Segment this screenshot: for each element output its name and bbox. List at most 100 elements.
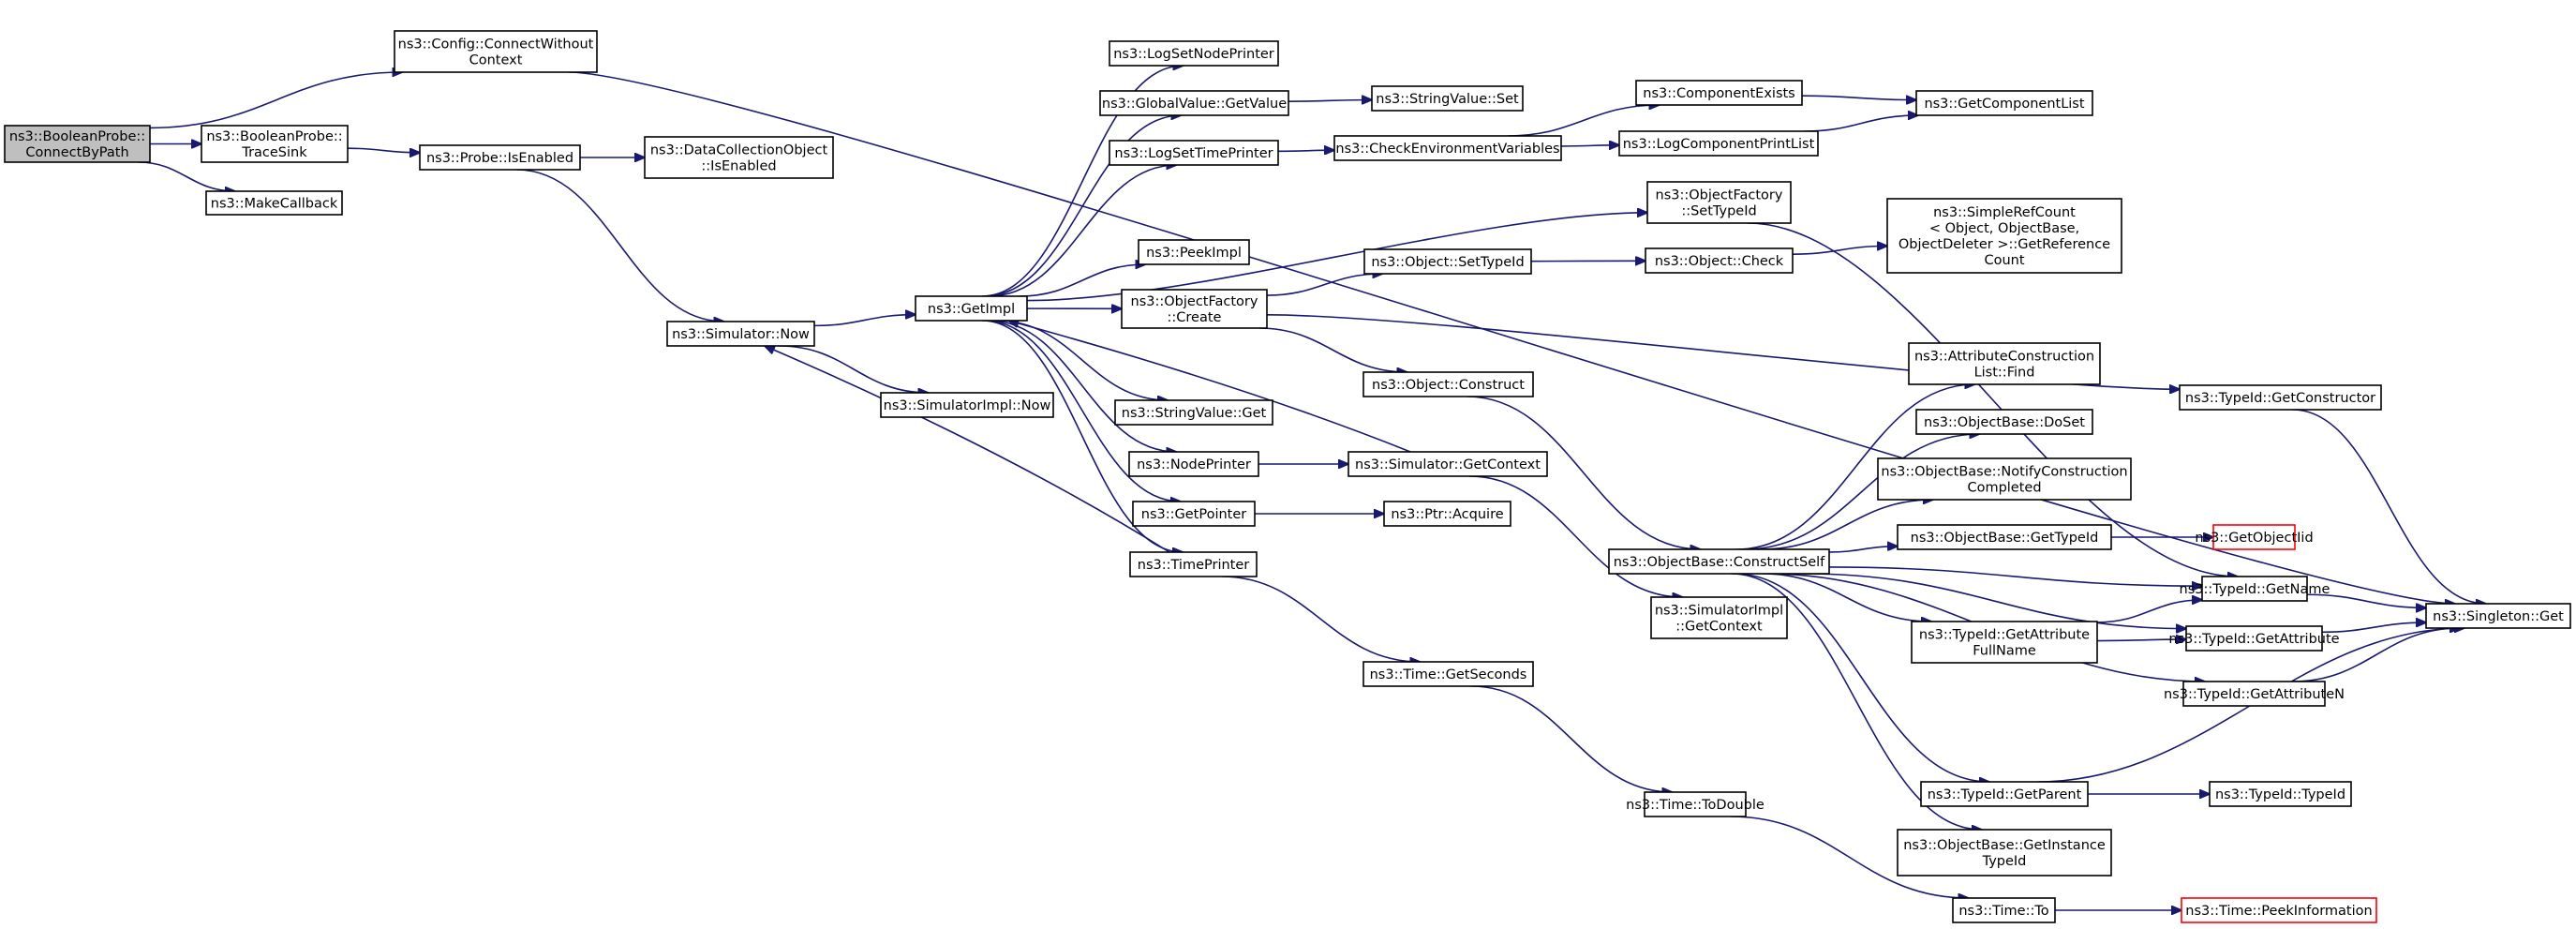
graph-node-n2[interactable]: ns3::BooleanProbe::TraceSink: [201, 125, 349, 163]
graph-node-n32[interactable]: ns3::Time::To: [1952, 897, 2056, 923]
node-label: Context: [469, 53, 523, 68]
graph-node-n45[interactable]: ns3::TypeId::GetAttribute: [2168, 625, 2340, 652]
graph-node-n14[interactable]: ns3::StringValue::Get: [1114, 399, 1273, 426]
graph-node-n47[interactable]: ns3::TypeId::TypeId: [2209, 781, 2352, 807]
node-label: ns3::ObjectFactory: [1131, 294, 1258, 309]
graph-node-n7[interactable]: ns3::SimulatorImpl::Now: [880, 392, 1054, 418]
node-box: [1128, 451, 1259, 477]
graph-node-n46[interactable]: ns3::TypeId::GetAttributeN: [2164, 681, 2345, 707]
node-label: ns3::Simulator::GetContext: [1355, 457, 1541, 472]
node-box: [1138, 239, 1250, 265]
graph-node-n8[interactable]: ns3::GetImpl: [915, 295, 1028, 322]
graph-node-n44[interactable]: ns3::TypeId::GetName: [2180, 576, 2330, 602]
graph-node-n43[interactable]: ns3::GetObjectIid: [2195, 524, 2314, 550]
node-box: [1348, 451, 1548, 477]
edge-n25-n32: [1730, 816, 1969, 898]
edge-n27-n33: [1805, 115, 1918, 132]
node-box: [1114, 399, 1273, 426]
node-label: ns3::Ptr::Acquire: [1391, 507, 1503, 522]
graph-node-n9[interactable]: ns3::LogSetNodePrinter: [1109, 40, 1279, 67]
edge-n17-n24: [1221, 576, 1421, 662]
graph-node-n19[interactable]: ns3::CheckEnvironmentVariables: [1333, 135, 1562, 161]
node-label: ObjectDeleter >::GetReference: [1898, 237, 2110, 252]
node-label: ns3::Config::ConnectWithout: [398, 37, 594, 52]
node-box: [394, 30, 598, 73]
edge-n8-n10: [984, 115, 1182, 297]
graph-node-n31[interactable]: ns3::SimulatorImpl::GetContext: [1650, 596, 1788, 639]
node-box: [2212, 524, 2296, 550]
node-label: TypeId: [1982, 854, 2027, 869]
graph-node-n42[interactable]: ns3::TypeId::GetConstructor: [2179, 384, 2382, 411]
graph-node-n29[interactable]: ns3::Object::Check: [1645, 247, 1794, 274]
node-box: [1650, 596, 1788, 639]
graph-node-n3[interactable]: ns3::MakeCallback: [205, 190, 343, 216]
graph-node-n5[interactable]: ns3::DataCollectionObject::IsEnabled: [644, 136, 834, 179]
node-box: [1132, 501, 1256, 527]
graph-node-n40[interactable]: ns3::TypeId::GetParent: [1920, 781, 2089, 807]
graph-node-n25[interactable]: ns3::Time::ToDouble: [1626, 791, 1764, 817]
node-box: [1908, 342, 2101, 385]
node-label: ns3::LogSetTimePrinter: [1114, 146, 1273, 161]
node-label: ns3::MakeCallback: [211, 197, 338, 212]
graph-node-n37[interactable]: ns3::ObjectBase::NotifyConstructionCompl…: [1877, 457, 2132, 501]
edge-n28-n44: [1748, 222, 2238, 577]
node-box: [1635, 80, 1803, 106]
edge-n30-n39: [1762, 573, 1932, 622]
graph-node-n6[interactable]: ns3::Simulator::Now: [666, 321, 815, 347]
graph-node-n22[interactable]: ns3::Simulator::GetContext: [1348, 451, 1548, 477]
edge-n45-n49: [2321, 622, 2426, 634]
node-label: ns3::TypeId::GetName: [2180, 582, 2330, 597]
node-label: ns3::SimpleRefCount: [1933, 205, 2076, 220]
graph-node-n38[interactable]: ns3::ObjectBase::GetTypeId: [1897, 524, 2112, 550]
graph-node-n48[interactable]: ns3::Time::PeekInformation: [2181, 897, 2377, 923]
graph-node-n33[interactable]: ns3::GetComponentList: [1915, 90, 2093, 116]
graph-node-n0[interactable]: ns3::BooleanProbe::ConnectByPath: [4, 125, 151, 163]
node-label: ns3::TypeId::GetAttributeN: [2164, 687, 2345, 702]
graph-node-n20[interactable]: ns3::Object::SetTypeId: [1363, 248, 1532, 275]
graph-node-n15[interactable]: ns3::NodePrinter: [1128, 451, 1259, 477]
graph-node-n17[interactable]: ns3::TimePrinter: [1129, 551, 1258, 577]
node-box: [1915, 409, 2093, 435]
node-box: [2201, 576, 2308, 602]
node-label: ns3::Simulator::Now: [672, 327, 810, 342]
graph-node-n18[interactable]: ns3::StringValue::Set: [1371, 85, 1524, 112]
node-label: ns3::CheckEnvironmentVariables: [1335, 142, 1559, 157]
edge-n8-n12: [1019, 264, 1146, 297]
graph-node-n13[interactable]: ns3::ObjectFactory::Create: [1121, 289, 1268, 329]
edge-n8-n9: [981, 66, 1184, 297]
edge-n39-n45: [2096, 639, 2186, 640]
graph-node-n16[interactable]: ns3::GetPointer: [1132, 501, 1256, 527]
node-box: [1121, 289, 1268, 329]
graph-node-n12[interactable]: ns3::PeekImpl: [1138, 239, 1250, 265]
graph-node-n28[interactable]: ns3::ObjectFactory::SetTypeId: [1646, 181, 1792, 224]
node-label: Count: [1984, 253, 2024, 268]
graph-node-n34[interactable]: ns3::SimpleRefCount< Object, ObjectBase,…: [1886, 198, 2122, 274]
node-label: ns3::TypeId::GetAttribute: [2168, 632, 2339, 647]
edge-n19-n27: [1560, 145, 1619, 146]
graph-node-n10[interactable]: ns3::GlobalValue::GetValue: [1099, 90, 1289, 116]
edge-n13-n21: [1258, 327, 1407, 372]
graph-node-n27[interactable]: ns3::LogComponentPrintList: [1618, 130, 1819, 157]
node-label: ns3::ObjectFactory: [1656, 188, 1783, 203]
node-box: [1362, 661, 1534, 687]
node-label: ns3::LogSetNodePrinter: [1113, 47, 1274, 62]
graph-node-n4[interactable]: ns3::Probe::IsEnabled: [419, 144, 581, 171]
node-box: [2425, 603, 2571, 629]
graph-node-n49[interactable]: ns3::Singleton::Get: [2425, 603, 2571, 629]
edge-n22-n31: [1468, 475, 1683, 597]
node-label: ns3::Object::SetTypeId: [1371, 255, 1524, 270]
node-box: [205, 190, 343, 216]
graph-node-n36[interactable]: ns3::ObjectBase::DoSet: [1915, 409, 2093, 435]
graph-node-n30[interactable]: ns3::ObjectBase::ConstructSelf: [1608, 548, 1830, 575]
graph-node-n24[interactable]: ns3::Time::GetSeconds: [1362, 661, 1534, 687]
node-box: [1363, 248, 1532, 275]
graph-node-n11[interactable]: ns3::LogSetTimePrinter: [1109, 140, 1279, 166]
graph-node-n26[interactable]: ns3::ComponentExists: [1635, 80, 1803, 106]
graph-node-n23[interactable]: ns3::Ptr::Acquire: [1383, 501, 1511, 527]
node-label: ns3::Probe::IsEnabled: [426, 151, 573, 166]
graph-node-n21[interactable]: ns3::Object::Construct: [1362, 371, 1534, 397]
